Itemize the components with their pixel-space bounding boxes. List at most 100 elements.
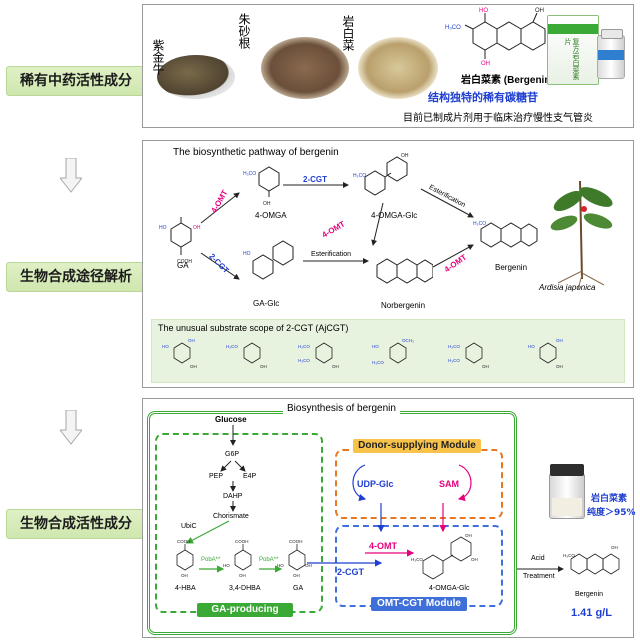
svg-text:OCH₃: OCH₃: [402, 338, 414, 343]
plant-name-3: 岩白菜: [341, 15, 355, 51]
clinical-note: 目前已制成片剂用于临床治疗慢性支气管炎: [403, 113, 593, 124]
dahp-label: DAHP: [223, 493, 243, 500]
panel-rare-components: 紫金牛 朱砂根 岩白菜 HO H₃CO OH OH 岩白菜素 (Bergenin…: [142, 4, 634, 128]
svg-text:HO: HO: [372, 344, 379, 349]
poba-label-1: PobA**: [201, 557, 221, 563]
svg-text:OH: OH: [293, 573, 300, 578]
ga-module-label: GA-producing Module: [197, 603, 293, 629]
svg-text:OH: OH: [260, 364, 267, 369]
svg-text:HO: HO: [479, 8, 488, 14]
svg-text:OH: OH: [611, 545, 618, 550]
ga-structure: HO COOH OH: [153, 215, 209, 265]
svg-text:COOH: COOH: [177, 539, 191, 544]
titer-value: 1.41 g/L: [571, 607, 612, 619]
panel-pathway: The biosynthetic pathway of bergenin HO …: [142, 140, 634, 388]
sam-label: SAM: [439, 479, 459, 489]
enzyme-4omt: 4-OMT: [369, 541, 397, 551]
pep-label: PEP: [209, 473, 224, 480]
bergenin-product-structure: H₃CO OH: [563, 545, 620, 575]
svg-text:HO: HO: [223, 563, 230, 568]
highlight-text: 结构独特的稀有碳糖苷: [428, 91, 538, 104]
enzyme-2cgt: 2-CGT: [337, 567, 364, 577]
omga-label: 4-OMGA: [255, 211, 287, 220]
pathway-arrows: [200, 182, 474, 280]
hba-label: 4-HBA: [175, 585, 196, 592]
enzyme-2cgt-a: 2-CGT: [303, 175, 327, 184]
svg-text:OH: OH: [482, 364, 489, 369]
svg-text:OH: OH: [556, 338, 563, 343]
ga-glc-label: GA-Glc: [253, 299, 280, 308]
omga-glc-label: 4-OMGA-Glc: [371, 211, 418, 220]
omga-structure: H₃CO OH: [243, 163, 293, 207]
svg-text:H₃CO: H₃CO: [473, 221, 486, 227]
metabolic-arrows: [185, 425, 564, 573]
treatment-label: Treatment: [523, 573, 555, 580]
svg-text:OH: OH: [535, 8, 544, 14]
herb-photo-3: [358, 37, 438, 99]
svg-text:OH: OH: [471, 557, 478, 562]
svg-text:OH: OH: [481, 61, 490, 67]
plant-caption: Ardisia japonica: [539, 283, 596, 292]
medicine-bottle-cap: [601, 29, 623, 39]
biosynthesis-title: Biosynthesis of bergenin: [283, 403, 400, 414]
svg-text:OH: OH: [332, 364, 339, 369]
svg-text:OH: OH: [181, 573, 188, 578]
svg-text:HO: HO: [277, 563, 284, 568]
svg-text:OH: OH: [305, 563, 312, 568]
svg-text:H₃CO: H₃CO: [563, 553, 575, 558]
svg-text:H₃CO: H₃CO: [298, 358, 310, 363]
svg-text:OH: OH: [193, 225, 201, 231]
svg-text:H₃CO: H₃CO: [448, 344, 460, 349]
down-arrow-icon: [60, 410, 82, 445]
down-arrow-icon: [60, 158, 82, 193]
svg-text:COOH: COOH: [177, 259, 192, 265]
svg-text:OH: OH: [190, 364, 197, 369]
poba-label-2: PobA**: [259, 557, 279, 563]
svg-text:H₃CO: H₃CO: [445, 25, 461, 31]
svg-text:HO: HO: [243, 251, 251, 257]
herb-photo-1: [157, 55, 235, 99]
bergenin-structure: HO H₃CO OH OH: [443, 7, 553, 69]
substrate-scope-strip: The unusual substrate scope of 2-CGT (Aj…: [151, 319, 625, 383]
svg-text:COOH: COOH: [289, 539, 303, 544]
svg-text:H₃CO: H₃CO: [411, 557, 423, 562]
label-rare-components: 稀有中药活性成分: [6, 66, 146, 96]
vial-cap: [550, 464, 584, 476]
ga-module-structures: COOH COOH COOH OH OH OH HO HO OH: [176, 539, 312, 578]
esterification-b: Esterification: [311, 251, 352, 258]
svg-text:OH: OH: [263, 201, 271, 207]
bergenin-vial: [549, 464, 585, 519]
bergenin-label: Bergenin: [495, 263, 528, 272]
svg-text:OH: OH: [239, 573, 246, 578]
svg-text:COOH: COOH: [235, 539, 249, 544]
plant-name-1: 紫金牛: [151, 39, 165, 75]
norbergenin-structure: [371, 249, 433, 295]
svg-text:H₃CO: H₃CO: [298, 344, 310, 349]
chorismate-label: Chorismate: [213, 513, 249, 520]
dhba-label: 3,4-DHBA: [229, 585, 261, 592]
svg-text:OH: OH: [465, 533, 472, 538]
compound-name: 岩白菜素 (Bergenin): [461, 75, 554, 86]
vial-label-2: 纯度＞95%: [587, 508, 636, 518]
medicine-box: 复方岩白菜素片: [547, 15, 599, 85]
medicine-box-stripe: [548, 24, 598, 34]
omga-glc-module-label: 4-OMGA-Glc: [429, 585, 470, 592]
medicine-bottle: [597, 29, 625, 79]
donor-module-label: Donor-supplying Module: [353, 439, 481, 453]
svg-text:H₃CO: H₃CO: [448, 358, 460, 363]
herb-photo-2: [261, 37, 349, 99]
svg-text:HO: HO: [159, 225, 167, 231]
vial-powder: [552, 498, 582, 516]
omga-glc-module-structure: H₃CO OH OH: [411, 533, 478, 580]
norbergenin-label: Norbergenin: [381, 301, 426, 310]
svg-text:OH: OH: [401, 153, 409, 159]
e4p-label: E4P: [243, 473, 257, 480]
svg-text:OH: OH: [188, 338, 195, 343]
bergenin-structure-2: H₃CO: [473, 211, 543, 261]
label-pathway-analysis: 生物合成途径解析: [6, 262, 146, 292]
ga-module-product-label: GA: [293, 585, 304, 592]
ubic-label: UbiC: [181, 523, 197, 530]
ga-glc-structure: HO: [243, 237, 303, 295]
pathway-title: The biosynthetic pathway of bergenin: [173, 147, 339, 158]
